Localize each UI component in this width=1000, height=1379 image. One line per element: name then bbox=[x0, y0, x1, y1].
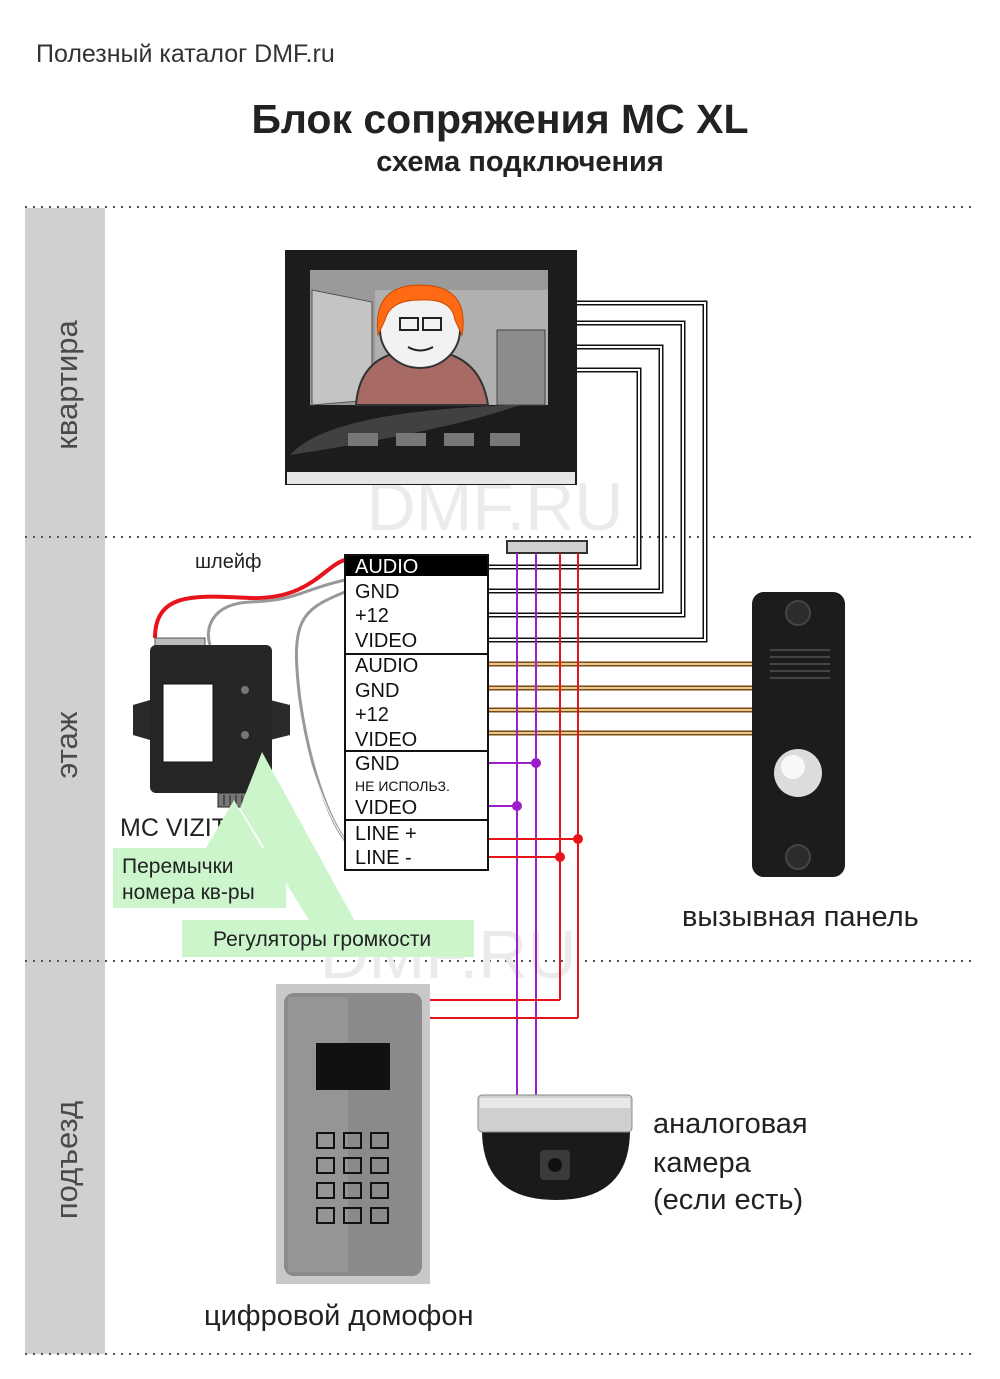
diagram-title: Блок сопряжения MC XL bbox=[251, 96, 749, 142]
terminal-camera-gnd: GND bbox=[355, 753, 399, 775]
call-panel-label: вызывная панель bbox=[682, 901, 919, 933]
terminal-monitor-gnd: GND bbox=[355, 581, 399, 603]
zone-label-apartment: квартира bbox=[49, 320, 84, 450]
loop-cable-red bbox=[153, 558, 346, 639]
line-wires bbox=[430, 553, 579, 1019]
call-panel bbox=[752, 592, 845, 877]
loop-cable-grey bbox=[206, 578, 346, 646]
diagram-subtitle: схема подключения bbox=[376, 146, 664, 178]
intercom-label: цифровой домофон bbox=[204, 1300, 474, 1332]
module-name-label: MC VIZIT bbox=[120, 814, 227, 842]
volume-note-text: Регуляторы громкости bbox=[213, 928, 431, 951]
terminal-line-minus: LINE - bbox=[355, 847, 412, 869]
line-junction-1 bbox=[573, 834, 583, 844]
terminal-panel-gnd: GND bbox=[355, 680, 399, 702]
zone-label-floor: этаж bbox=[49, 711, 84, 778]
camera-junction-1 bbox=[531, 758, 541, 768]
terminal-line-plus: LINE + bbox=[355, 823, 417, 845]
jumpers-callout-arrow bbox=[206, 800, 262, 848]
camera-label-line1: аналоговая bbox=[653, 1108, 808, 1140]
terminal-panel-audio: AUDIO bbox=[355, 655, 418, 677]
connector-bar bbox=[506, 540, 588, 554]
jumpers-note-line2: номера кв-ры bbox=[122, 881, 255, 904]
site-caption: Полезный каталог DMF.ru bbox=[36, 40, 335, 68]
volume-callout-arrow bbox=[240, 752, 357, 925]
terminal-monitor-audio: AUDIO bbox=[355, 556, 418, 578]
terminal-panel-video: VIDEO bbox=[355, 729, 417, 751]
digital-intercom bbox=[276, 984, 430, 1284]
terminal-camera-video: VIDEO bbox=[355, 797, 417, 819]
video-monitor bbox=[285, 250, 577, 485]
terminal-monitor-12v: +12 bbox=[355, 605, 389, 627]
camera-wires bbox=[488, 553, 537, 1095]
camera-label-line2: камера bbox=[653, 1147, 752, 1179]
jumpers-note bbox=[113, 848, 286, 908]
jumpers-note-line1: Перемычки bbox=[122, 855, 234, 878]
terminal-monitor-video: VIDEO bbox=[355, 630, 417, 652]
terminal-camera-unused: НЕ ИСПОЛЬЗ. bbox=[355, 778, 450, 794]
analog-camera bbox=[477, 1094, 633, 1200]
panel-wires bbox=[488, 661, 752, 736]
volume-note bbox=[182, 920, 474, 957]
monitor-wires bbox=[488, 300, 708, 643]
line-junction-2 bbox=[555, 852, 565, 862]
camera-label-line3: (если есть) bbox=[653, 1184, 803, 1216]
loop-label: шлейф bbox=[195, 551, 261, 573]
zone-label-entrance: подъезд bbox=[49, 1101, 84, 1219]
zone-bar bbox=[25, 208, 105, 1354]
terminal-block: AUDIO GND +12 VIDEO AUDIO GND +12 VIDEO … bbox=[344, 554, 489, 871]
camera-junction-2 bbox=[512, 801, 522, 811]
terminal-panel-12v: +12 bbox=[355, 704, 389, 726]
